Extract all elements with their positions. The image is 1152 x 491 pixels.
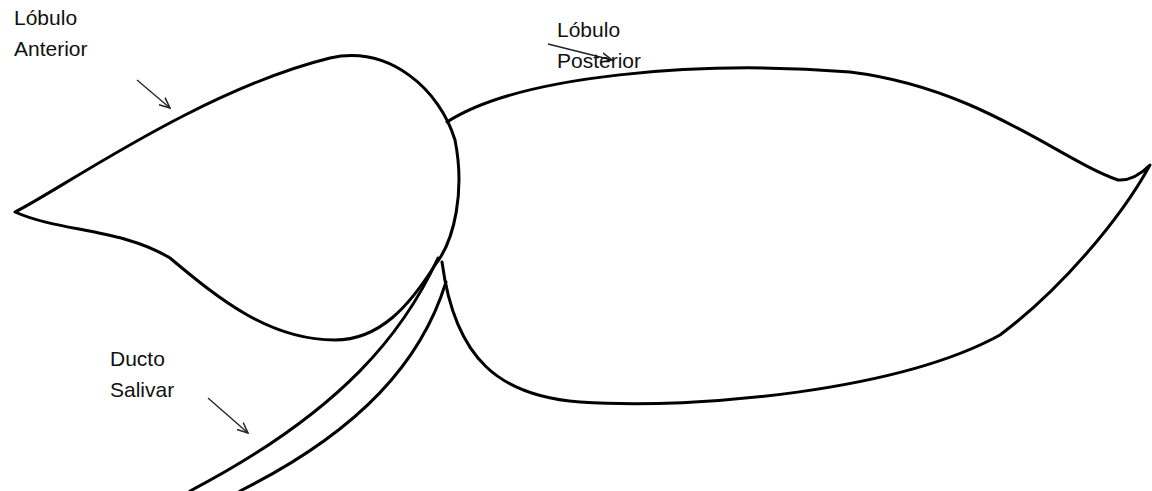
part-label: Lóbulo Posterior (557, 14, 667, 76)
anterior-lobe (15, 56, 459, 340)
salivary-duct (240, 282, 446, 491)
posterior-lobe (442, 68, 1150, 404)
part-label: Lóbulo Anterior (14, 2, 114, 64)
leader-arrow (208, 398, 248, 433)
part-label: Ducto Salivar (110, 343, 200, 405)
leader-arrow (137, 80, 170, 108)
salivary-duct (190, 258, 438, 491)
